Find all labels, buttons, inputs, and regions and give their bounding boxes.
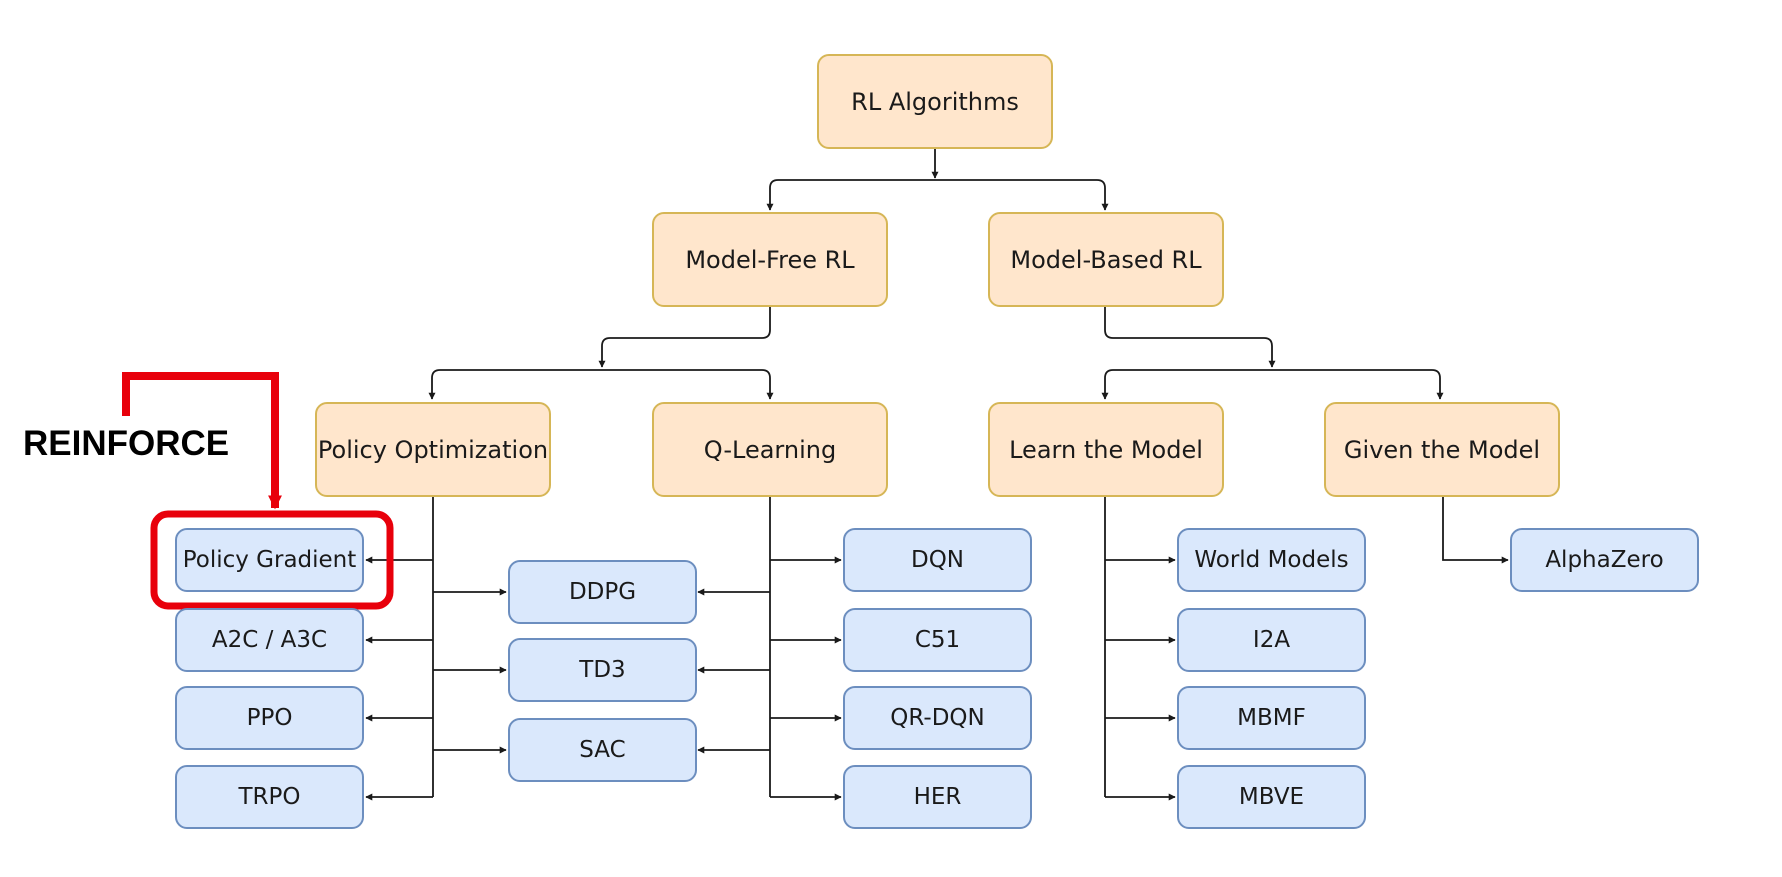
edge-model-free-policy-optimization (428, 369, 602, 400)
reinforce-label: REINFORCE (23, 424, 230, 463)
edge-model-based-split (1104, 306, 1276, 368)
node-c51[interactable]: C51 (843, 608, 1032, 672)
node-mbve[interactable]: MBVE (1177, 765, 1366, 829)
edge-model-free-split (598, 306, 771, 368)
edge-model-based-given (1272, 369, 1444, 400)
node-q-learning[interactable]: Q-Learning (652, 402, 888, 497)
node-qr-dqn[interactable]: QR-DQN (843, 686, 1032, 750)
node-ppo[interactable]: PPO (175, 686, 364, 750)
node-policy-gradient[interactable]: Policy Gradient (175, 528, 364, 592)
node-trpo[interactable]: TRPO (175, 765, 364, 829)
node-alphazero[interactable]: AlphaZero (1510, 528, 1699, 592)
reinforce-arrow (122, 372, 282, 510)
edge-model-based-learn (1101, 369, 1272, 400)
edge-root-model-based (935, 179, 1109, 211)
node-model-free-rl[interactable]: Model-Free RL (652, 212, 888, 307)
node-ddpg[interactable]: DDPG (508, 560, 697, 624)
edge-root-model-free (766, 179, 935, 211)
node-a2c-a3c[interactable]: A2C / A3C (175, 608, 364, 672)
edge-gtm-alphazero (1442, 497, 1509, 564)
edge-model-free-q-learning (602, 369, 774, 400)
node-td3[interactable]: TD3 (508, 638, 697, 702)
node-model-based-rl[interactable]: Model-Based RL (988, 212, 1224, 307)
node-sac[interactable]: SAC (508, 718, 697, 782)
node-her[interactable]: HER (843, 765, 1032, 829)
node-given-the-model[interactable]: Given the Model (1324, 402, 1560, 497)
node-i2a[interactable]: I2A (1177, 608, 1366, 672)
node-world-models[interactable]: World Models (1177, 528, 1366, 592)
node-learn-the-model[interactable]: Learn the Model (988, 402, 1224, 497)
node-mbmf[interactable]: MBMF (1177, 686, 1366, 750)
policy-gradient-highlight (150, 510, 394, 610)
node-dqn[interactable]: DQN (843, 528, 1032, 592)
node-rl-algorithms[interactable]: RL Algorithms (817, 54, 1053, 149)
node-policy-optimization[interactable]: Policy Optimization (315, 402, 551, 497)
